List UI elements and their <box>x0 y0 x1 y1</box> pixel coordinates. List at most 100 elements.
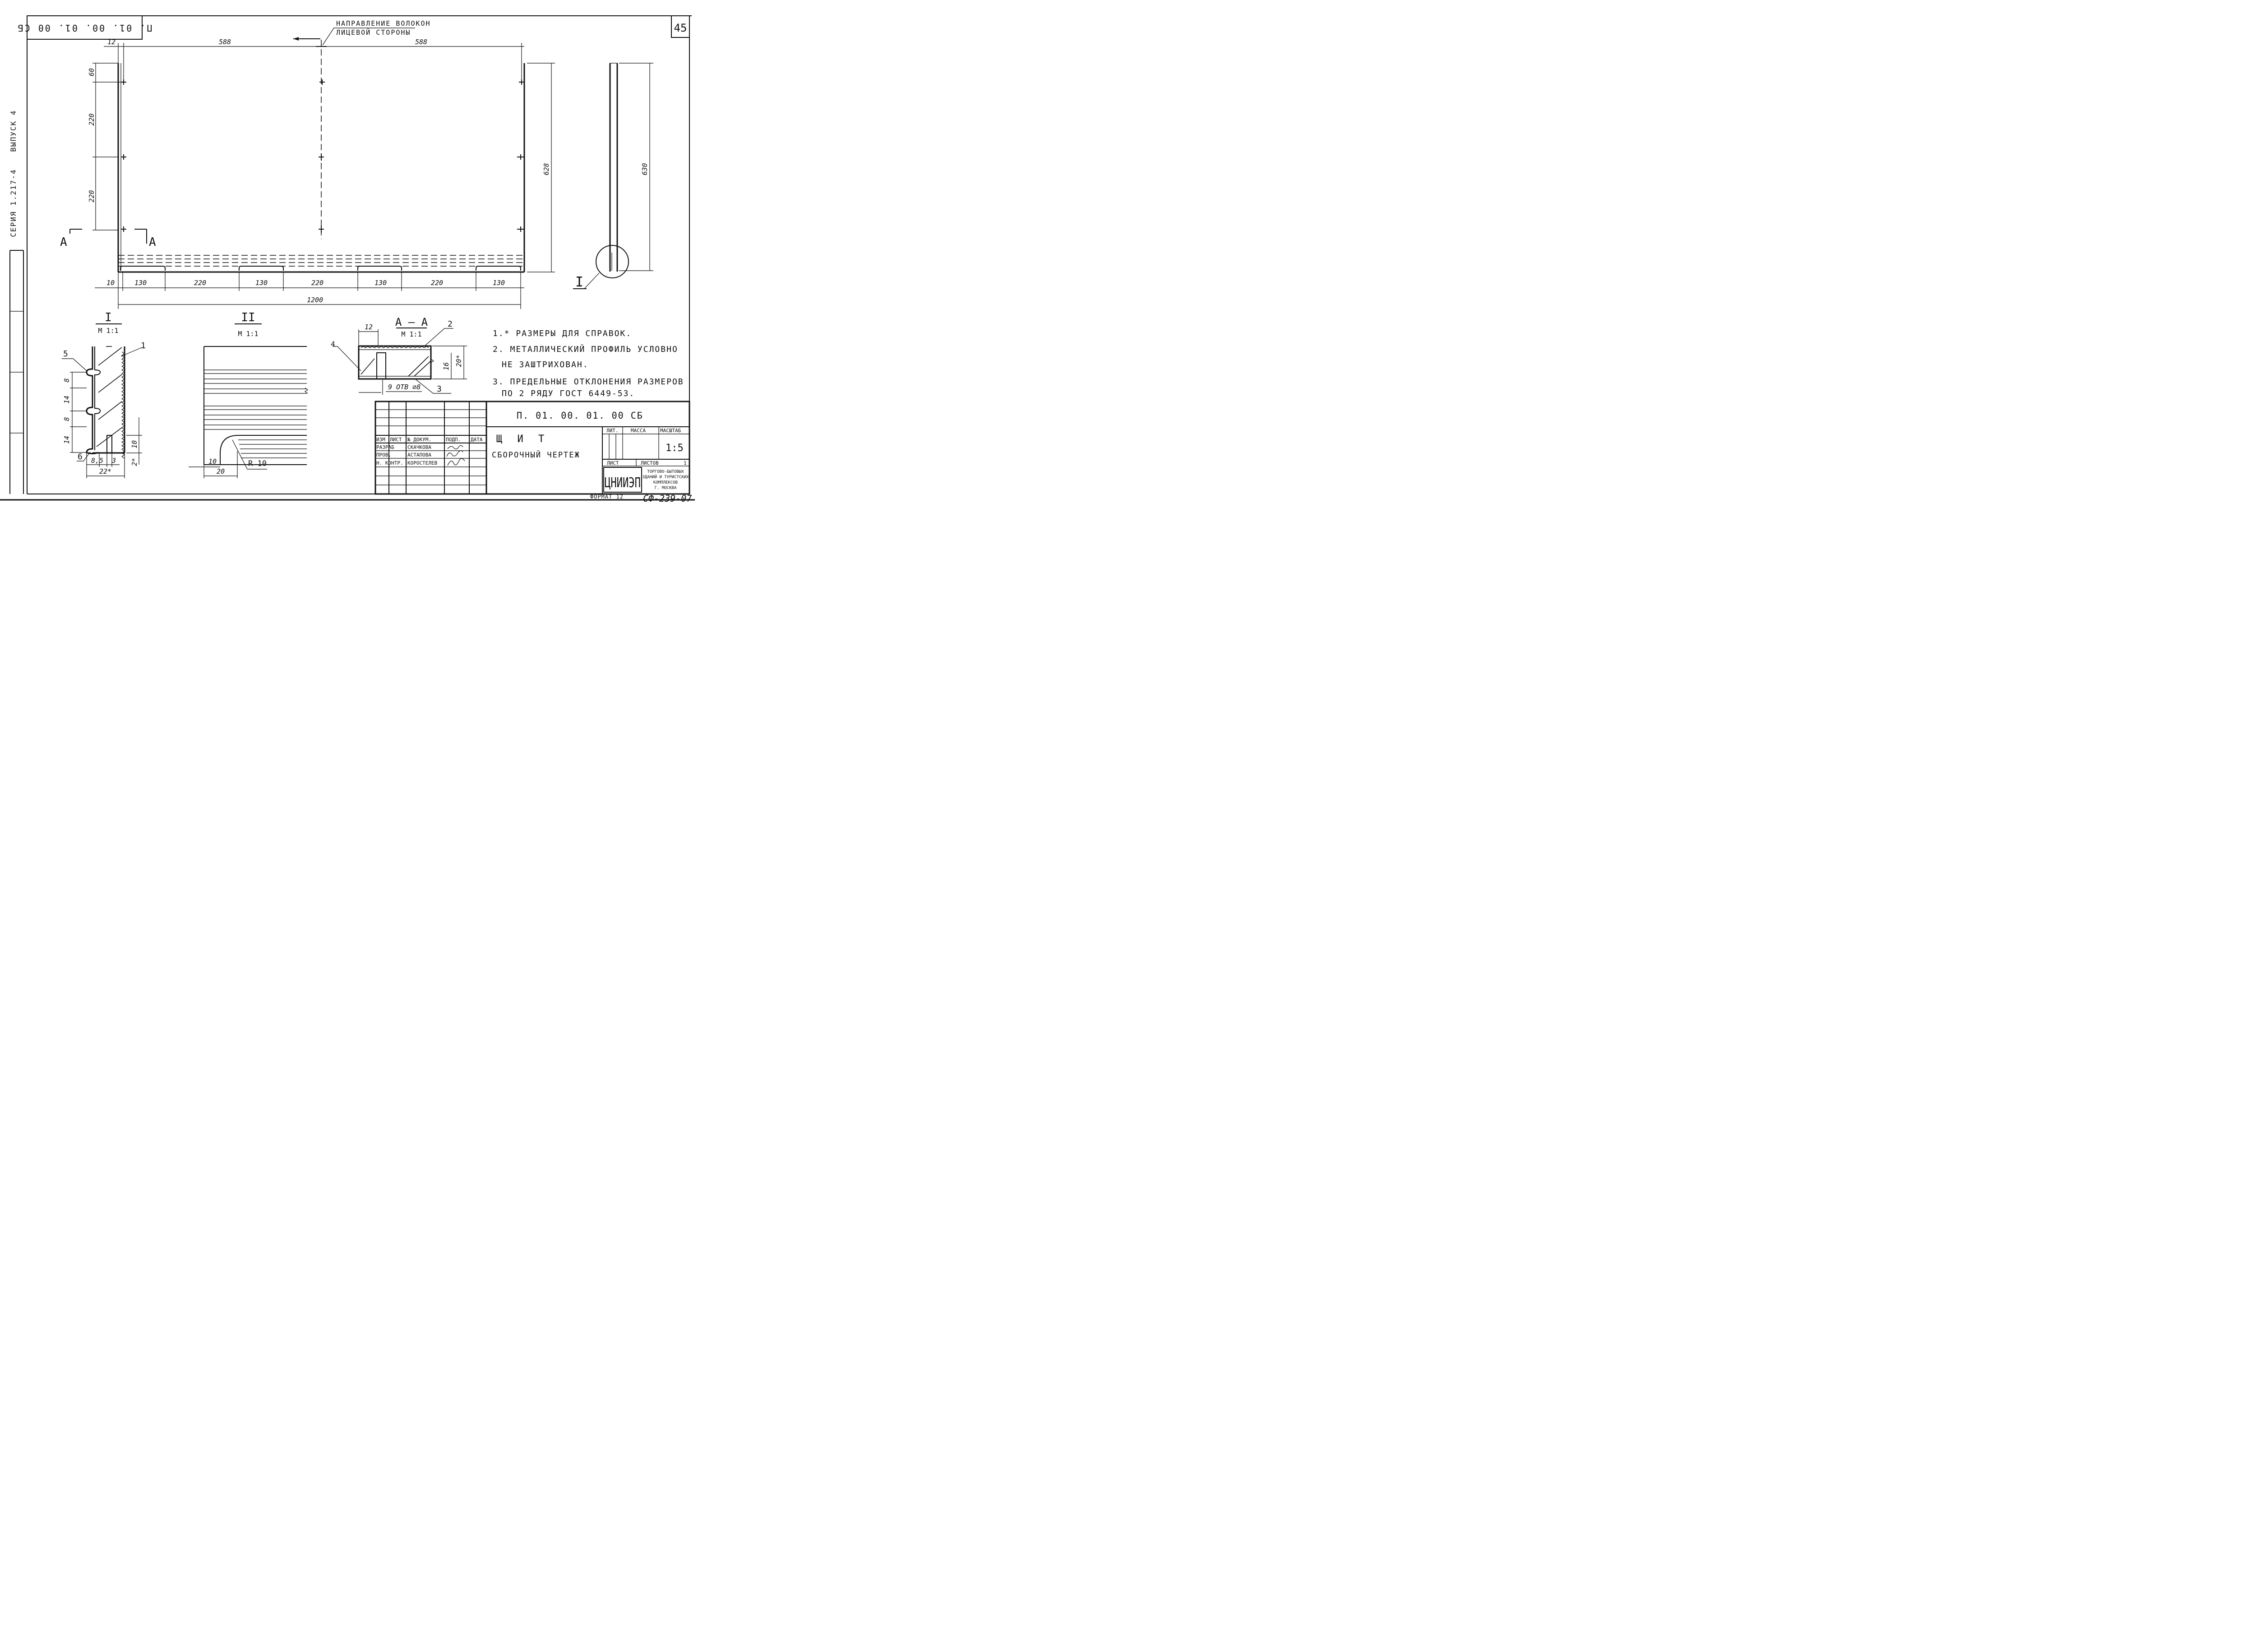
detail-II-radius: R 10 <box>248 459 267 468</box>
bottom-dim-1: 130 <box>134 279 147 287</box>
signature-prov <box>446 450 463 457</box>
detail-II-dim-20: 20 <box>217 467 225 475</box>
detail-I-dim-8b: 8 <box>63 417 71 421</box>
detail-I: I М 1:1 1 5 6 8 14 8 14 <box>62 311 146 478</box>
dim-top-offset: 12 <box>107 38 116 46</box>
section-AA-holes: 9 ОТВ ⌀8 <box>388 383 421 391</box>
tb-row-prov: ПРОВ. <box>376 452 391 458</box>
detail-I-leader-1: 1 <box>141 341 146 351</box>
tb-lit: ЛИТ. <box>606 428 619 434</box>
section-AA-dim-20: 20* <box>455 355 463 367</box>
tb-name-razrab: СКАЧКОВА <box>407 444 431 450</box>
tb-listov-value: 1 <box>684 460 687 466</box>
tb-name-line2: СБОРОЧНЫЙ ЧЕРТЕЖ <box>492 450 580 460</box>
side-series-label: СЕРИЯ 1.217-4 <box>9 169 18 237</box>
detail-I-dim-10: 10 <box>130 440 139 448</box>
detail-I-dim-2: 2* <box>130 458 139 466</box>
detail-I-dim-14a: 14 <box>63 396 71 404</box>
fiber-note-line2: ЛИЦЕВОЙ СТОРОНЫ <box>336 28 411 37</box>
fiber-note-line1: НАПРАВЛЕНИЕ ВОЛОКОН <box>336 19 431 28</box>
tb-row-razrab: РАЗРАБ <box>376 444 394 450</box>
shield-main-view: 12 588 588 60 220 220 А А 628 10 130 <box>60 38 555 309</box>
stamp-code: СФ-239-07 <box>643 493 692 504</box>
signature-razrab <box>447 445 463 449</box>
tb-org-line2: ЗДАНИЙ И ТУРИСТСКИХ <box>643 474 689 480</box>
dim-left-220-a: 220 <box>88 113 96 125</box>
section-AA-dim-16: 16 <box>442 362 450 370</box>
tb-org-line3: КОМПЛЕКСОВ <box>653 480 678 485</box>
detail-I-dim-8a: 8 <box>63 378 71 382</box>
drawing-sheet: П. 01. 00. 01. 00 СБ 45 СЕРИЯ 1.217-4 ВЫ… <box>0 15 695 504</box>
section-marker-right: А <box>149 235 156 249</box>
tb-col-list: ЛИСТ <box>390 437 402 443</box>
tb-col-date: ДАТА <box>471 437 483 443</box>
section-marker-left: А <box>60 235 67 249</box>
top-code-stamp: П. 01. 00. 01. 00 СБ <box>17 23 153 33</box>
tb-row-nkontr: Н. КОНТР. <box>376 460 403 466</box>
sheet-number: 45 <box>674 22 687 34</box>
detail-I-dim-85: 8,5 <box>91 457 103 465</box>
bottom-dim-7: 130 <box>493 279 505 287</box>
dim-height-outer: 630 <box>641 163 649 175</box>
tb-designation: П. 01. 00. 01. 00 СБ <box>517 410 643 421</box>
dim-height-inner: 628 <box>542 163 550 175</box>
tb-name-prov: АСТАПОВА <box>407 452 431 458</box>
fiber-direction-arrow <box>293 37 299 41</box>
tb-org-line1: ТОРГОВО-БЫТОВЫХ <box>647 470 684 474</box>
screw-marks <box>121 79 524 233</box>
general-notes: 1.* РАЗМЕРЫ ДЛЯ СПРАВОК. 2. МЕТАЛЛИЧЕСКИ… <box>493 329 684 398</box>
section-AA-leader-4: 4 <box>331 340 335 348</box>
detail-II-scale: М 1:1 <box>238 330 258 338</box>
tb-scale-value: 1:5 <box>666 443 684 454</box>
dim-left-220-b: 220 <box>88 190 96 202</box>
overall-width: 1200 <box>307 296 323 304</box>
dim-left-60: 60 <box>88 68 96 76</box>
callout-I: I <box>575 274 583 290</box>
detail-I-dim-22: 22* <box>99 467 111 475</box>
tb-col-sign: ПОДП. <box>446 437 461 443</box>
signature-nkontr <box>447 458 465 466</box>
detail-II-dim-10: 10 <box>208 457 217 466</box>
tb-massa: МАССА <box>631 428 646 434</box>
tb-name-nkontr: КОРОСТЕЛЕВ <box>407 460 438 466</box>
section-AA-leader-2: 2 <box>448 319 453 329</box>
org-logo: ЦНИИЭП <box>603 467 642 493</box>
detail-II: II М 1:1 R 10 10 20 <box>189 311 309 478</box>
detail-II-title: II <box>241 311 255 324</box>
detail-I-leader-5: 5 <box>63 349 68 359</box>
detail-I-scale: М 1:1 <box>98 327 118 335</box>
side-issue-label: ВЫПУСК 4 <box>9 110 18 152</box>
bottom-dim-2: 220 <box>194 279 206 287</box>
note-1: 1.* РАЗМЕРЫ ДЛЯ СПРАВОК. <box>493 329 632 338</box>
tb-masshtab: МАСШТАБ <box>660 428 681 434</box>
note-3b: ПО 2 РЯДУ ГОСТ 6449-53. <box>502 389 635 398</box>
bottom-dim-5: 130 <box>374 279 387 287</box>
bottom-dim-4: 220 <box>311 279 324 287</box>
tb-listov: ЛИСТОВ <box>641 460 659 466</box>
detail-I-dim-3: 3 <box>111 457 116 465</box>
detail-I-title: I <box>105 311 112 324</box>
detail-I-dim-14b: 14 <box>63 436 71 444</box>
tb-list: ЛИСТ <box>607 460 619 466</box>
note-3: 3. ПРЕДЕЛЬНЫЕ ОТКЛОНЕНИЯ РАЗМЕРОВ <box>493 377 684 387</box>
section-AA-dim-12: 12 <box>365 323 373 331</box>
bottom-dim-3: 130 <box>255 279 268 287</box>
detail-I-leader-6: 6 <box>78 452 83 461</box>
section-A-A: А – А М 1:1 12 2 4 3 16 20* 9 ОТВ ⌀8 <box>331 316 467 395</box>
fiber-direction-note: НАПРАВЛЕНИЕ ВОЛОКОН ЛИЦЕВОЙ СТОРОНЫ <box>293 19 431 46</box>
bottom-dim-6: 220 <box>431 279 443 287</box>
tb-org-logo: ЦНИИЭП <box>605 475 641 491</box>
section-AA-scale: М 1:1 <box>401 330 421 338</box>
shield-side-view: I 630 <box>573 63 653 290</box>
tb-col-izm: ИЗМ <box>376 437 385 443</box>
title-block: ИЗМ ЛИСТ № ДОКУМ. ПОДП. ДАТА РАЗРАБ ПРОВ… <box>374 401 690 495</box>
bottom-dim-0: 10 <box>106 279 115 287</box>
sheet-frame <box>0 15 695 501</box>
dim-top-right: 588 <box>415 38 427 46</box>
tb-name-line1: Щ И Т <box>496 434 549 445</box>
note-2: 2. МЕТАЛЛИЧЕСКИЙ ПРОФИЛЬ УСЛОВНО <box>493 344 678 354</box>
section-AA-leader-3: 3 <box>437 384 442 394</box>
tb-org-line4: Г. МОСКВА <box>655 486 677 490</box>
section-AA-title: А – А <box>395 316 428 328</box>
note-2b: НЕ ЗАШТРИХОВАН. <box>502 360 589 369</box>
